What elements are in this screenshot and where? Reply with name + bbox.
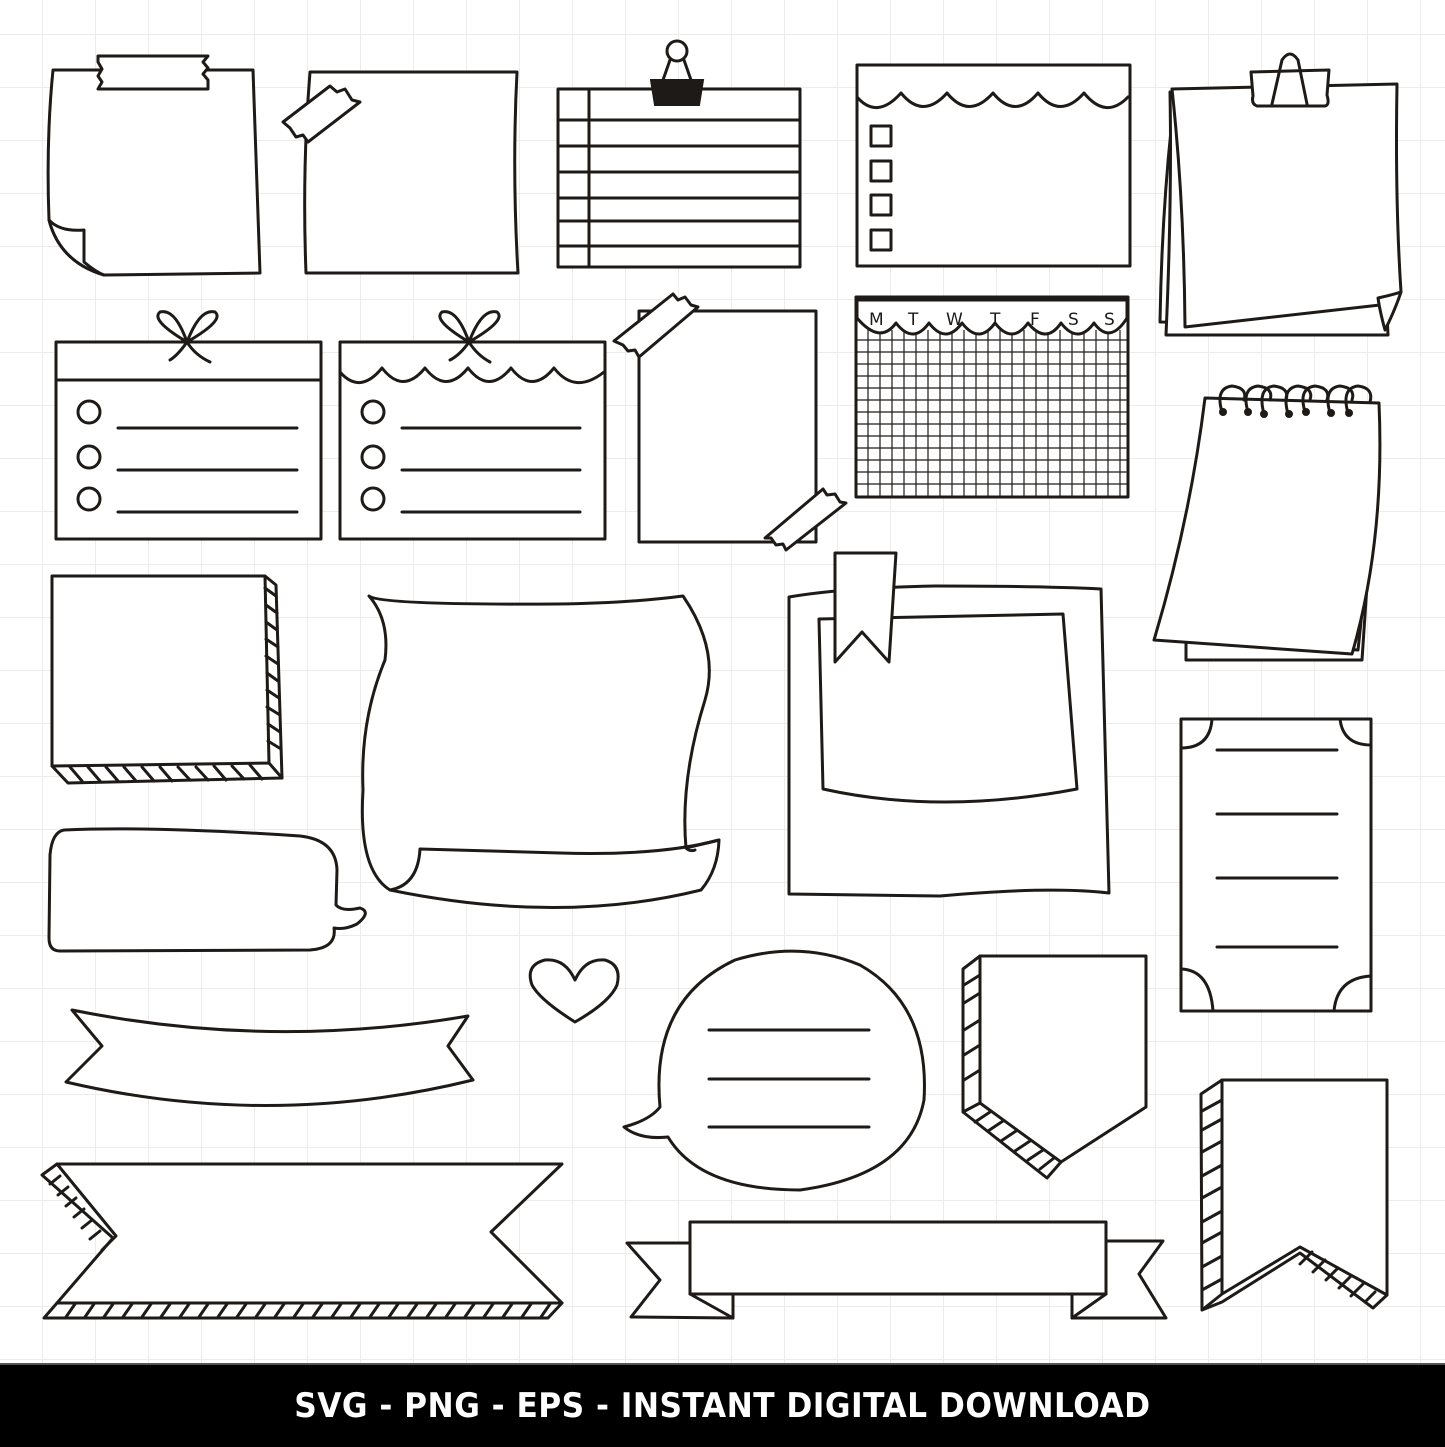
weekday-label: F [1030, 310, 1040, 330]
bow-scalloped-list-card [338, 310, 607, 541]
bookmark-frame [787, 551, 1111, 898]
checklist-scalloped [855, 63, 1132, 268]
weekly-grid: M T W T F S S [854, 295, 1130, 499]
weekday-label: T [907, 310, 919, 330]
curved-banner [64, 1008, 475, 1107]
footer-banner: SVG - PNG - EPS - INSTANT DIGITAL DOWNLO… [0, 1363, 1445, 1447]
weekday-label: S [1104, 310, 1115, 330]
3d-sticky-block [50, 574, 284, 785]
spiral-rings [1218, 384, 1373, 418]
bow-list-card [54, 310, 323, 541]
weekday-label: S [1068, 310, 1079, 330]
taped-photo-card [612, 292, 848, 552]
corner-lined-card [1179, 717, 1373, 1013]
round-speech-bubble [622, 949, 926, 1192]
weekday-label: M [869, 310, 884, 330]
weekday-label: W [946, 310, 963, 330]
clipart-sheet: M T W T F S S [40, 39, 1403, 1320]
notepad-binder-clip [1158, 52, 1403, 337]
lined-card-binder-clip [556, 39, 802, 269]
sticky-note-taped-curled [46, 54, 262, 277]
3d-ribbon-banner [40, 1162, 564, 1320]
curled-scroll [360, 594, 721, 909]
folded-ribbon-banner [625, 1220, 1168, 1320]
bookmark-flag [1199, 1078, 1389, 1312]
rect-speech-bubble [47, 827, 367, 953]
spiral-notepad [1152, 384, 1382, 662]
pennant-pocket [961, 954, 1148, 1180]
sticky-note-angled-tape [281, 70, 520, 275]
weekly-grid-cells [856, 330, 1128, 497]
footer-text: SVG - PNG - EPS - INSTANT DIGITAL DOWNLO… [294, 1386, 1151, 1426]
heart [528, 958, 620, 1024]
weekday-label: T [989, 310, 1001, 330]
